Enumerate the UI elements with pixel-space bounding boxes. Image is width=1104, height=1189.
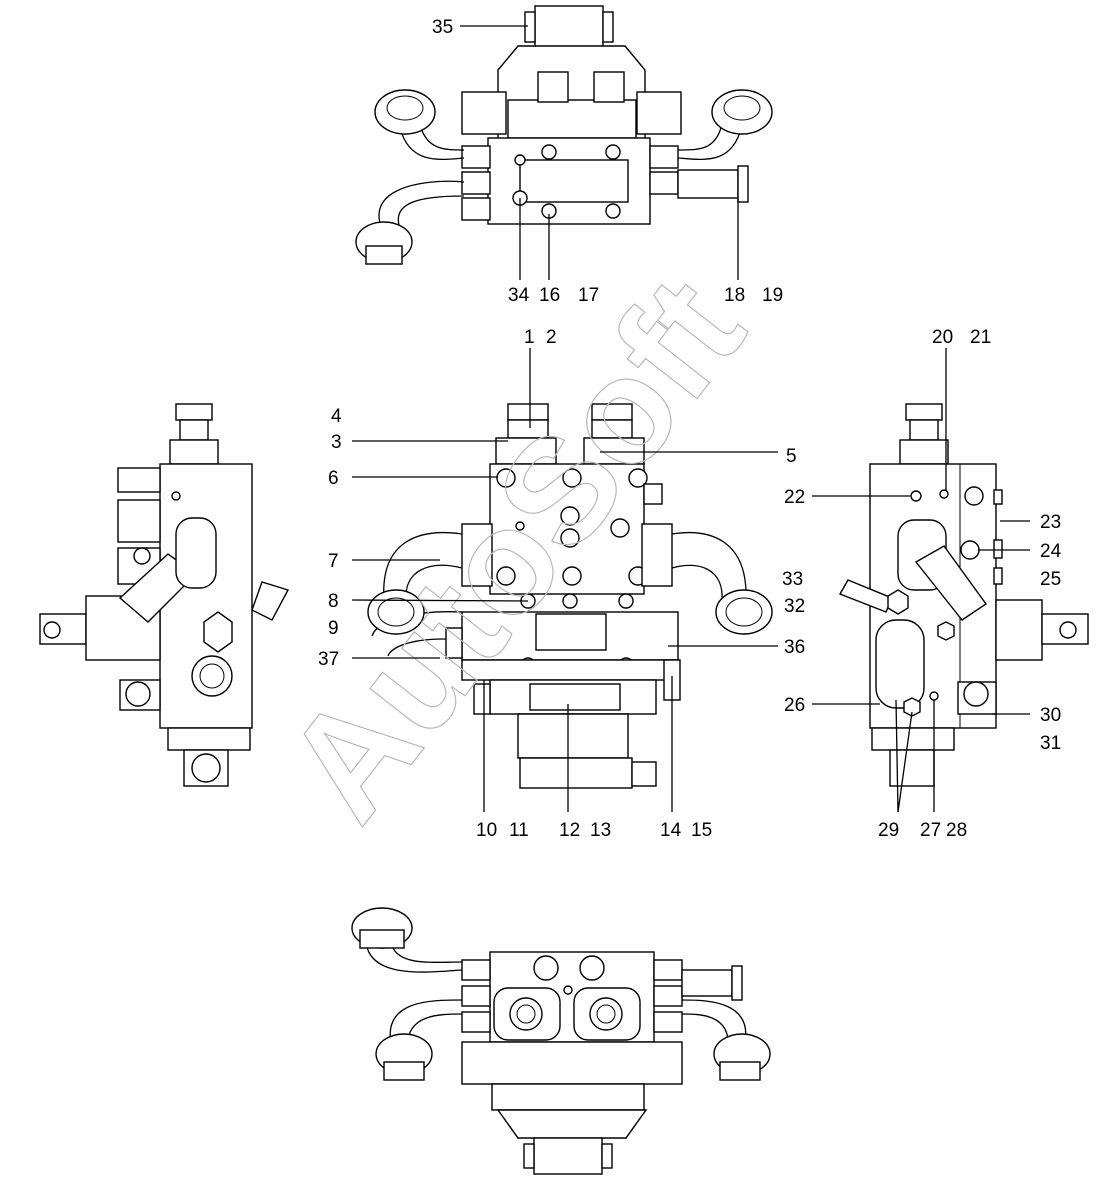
callout-5: 5 bbox=[786, 446, 797, 467]
callout-labels: 35 34 16 17 18 19 1 2 4 3 5 6 7 33 8 9 3… bbox=[318, 17, 1062, 841]
callout-18: 18 bbox=[724, 285, 745, 306]
watermark: AutoSoft bbox=[253, 247, 775, 849]
callout-10: 10 bbox=[476, 820, 497, 841]
callout-22: 22 bbox=[784, 487, 805, 508]
callout-1: 1 bbox=[524, 327, 535, 348]
callout-19: 19 bbox=[762, 285, 783, 306]
callout-28: 28 bbox=[946, 820, 967, 841]
callout-6: 6 bbox=[328, 468, 339, 489]
callout-34: 34 bbox=[508, 285, 530, 306]
left-side-view bbox=[39, 403, 290, 787]
callout-11: 11 bbox=[509, 820, 529, 841]
callout-26: 26 bbox=[784, 695, 805, 716]
callout-36: 36 bbox=[784, 637, 805, 658]
callout-9: 9 bbox=[328, 618, 339, 639]
callout-32: 32 bbox=[784, 596, 805, 617]
callout-4: 4 bbox=[331, 406, 342, 427]
callout-17: 17 bbox=[578, 285, 599, 306]
callout-23: 23 bbox=[1040, 512, 1061, 533]
callout-13: 13 bbox=[590, 820, 611, 841]
callout-3: 3 bbox=[331, 432, 342, 453]
right-side-view bbox=[838, 403, 1089, 787]
callout-8: 8 bbox=[328, 591, 339, 612]
callout-29: 29 bbox=[878, 820, 899, 841]
callout-37: 37 bbox=[318, 649, 339, 670]
callout-27: 27 bbox=[920, 820, 941, 841]
callout-15: 15 bbox=[691, 820, 712, 841]
callout-2: 2 bbox=[546, 327, 557, 348]
callout-30: 30 bbox=[1040, 705, 1061, 726]
bottom-view bbox=[351, 907, 771, 1175]
callout-25: 25 bbox=[1040, 569, 1061, 590]
callout-33: 33 bbox=[782, 569, 803, 590]
callout-14: 14 bbox=[660, 820, 682, 841]
callout-21: 21 bbox=[970, 327, 991, 348]
leader-lines bbox=[351, 25, 1030, 813]
callout-12: 12 bbox=[559, 820, 580, 841]
callout-31: 31 bbox=[1040, 733, 1061, 754]
callout-20: 20 bbox=[932, 327, 953, 348]
callout-24: 24 bbox=[1040, 541, 1062, 562]
callout-7: 7 bbox=[328, 551, 339, 572]
top-view bbox=[355, 5, 773, 265]
callout-16: 16 bbox=[539, 285, 560, 306]
callout-35: 35 bbox=[432, 17, 453, 38]
